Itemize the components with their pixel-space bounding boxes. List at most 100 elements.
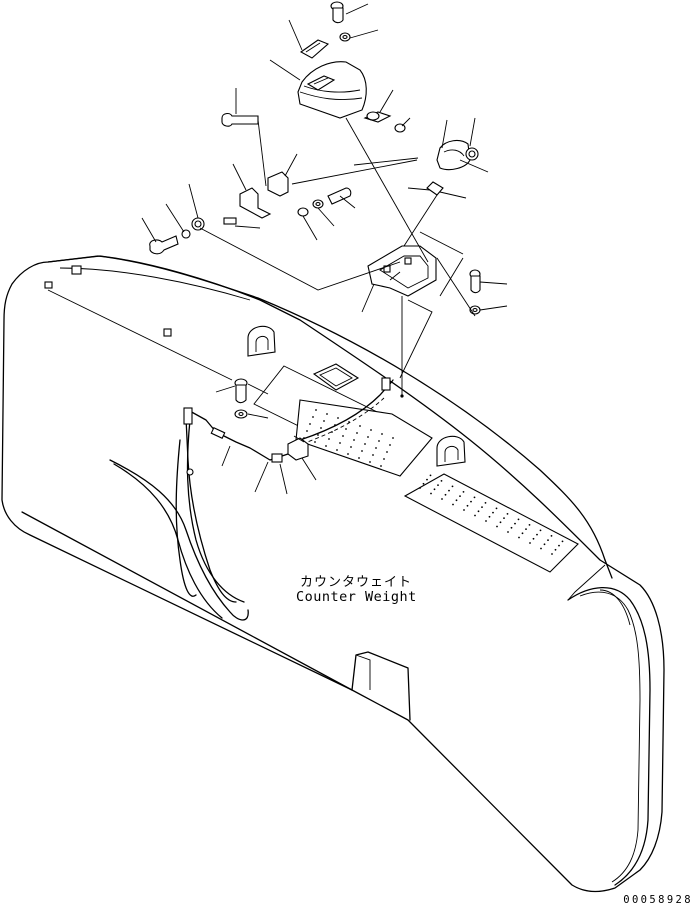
top-features — [44, 265, 466, 477]
plate-dot — [554, 548, 557, 551]
plate-dot — [510, 526, 513, 529]
plate-dot — [326, 413, 328, 415]
work-lamp-cover — [297, 61, 367, 119]
plate-dot — [430, 492, 432, 495]
plate-dot — [359, 425, 361, 427]
plate-dot — [459, 495, 461, 497]
plate-dot — [372, 454, 374, 456]
plate-dot — [518, 536, 520, 539]
plate-dot — [462, 491, 465, 493]
plate-dot — [444, 493, 447, 496]
plate-dot — [361, 450, 363, 452]
plate-dot — [353, 439, 355, 441]
harness-clamp — [287, 437, 309, 461]
plate-dot — [369, 461, 371, 463]
plate-dot — [309, 423, 311, 425]
plate-dot — [315, 409, 317, 411]
plate-dot — [440, 480, 443, 482]
plate-dot — [539, 529, 542, 532]
plate-dot — [495, 507, 498, 510]
cover-bolt — [330, 1, 344, 24]
plate-dot — [529, 542, 531, 544]
plate-dot — [496, 525, 498, 528]
plate-dot — [477, 510, 480, 513]
plate-dot — [323, 420, 325, 422]
plate-dot — [437, 484, 439, 486]
plate-dot — [325, 445, 327, 447]
plate-dot — [441, 498, 443, 500]
cover-plate — [312, 363, 360, 391]
plate-dot — [367, 436, 369, 438]
plate-dot — [558, 544, 560, 547]
non-slip-plate-front — [403, 473, 579, 573]
harness-connector — [183, 407, 193, 425]
wiring-harness — [109, 377, 394, 621]
plate-dot — [473, 496, 476, 499]
plate-dot — [532, 537, 535, 540]
harness-clamp — [271, 453, 283, 463]
cover-washer — [339, 32, 351, 42]
lamp-bracket-assembly — [363, 111, 481, 315]
stud-block — [163, 328, 172, 337]
plate-dot — [514, 522, 516, 525]
plate-dot — [328, 438, 330, 440]
plate-dot — [317, 434, 319, 436]
plate-dot — [364, 443, 366, 445]
plate-dot — [380, 465, 382, 467]
plate-dot — [452, 503, 454, 506]
plate-dot — [561, 540, 564, 543]
plate-dot — [507, 531, 509, 533]
plate-dot — [499, 521, 502, 524]
plate-dot — [306, 430, 308, 432]
plate-dot — [433, 488, 436, 491]
leader-lines — [47, 3, 508, 495]
plate-dot — [381, 433, 383, 435]
plate-dot — [451, 485, 454, 488]
plate-dot — [347, 453, 349, 455]
harness-connector — [381, 377, 391, 391]
plate-dot — [370, 429, 372, 431]
plate-dot — [536, 533, 538, 536]
plate-dot — [485, 520, 487, 522]
plate-dot — [356, 432, 358, 434]
drawing-number: 00058928 — [623, 894, 693, 906]
stud-block — [71, 265, 82, 275]
plate-dot — [426, 478, 428, 481]
plate-dot — [492, 511, 494, 514]
stud-block — [44, 281, 53, 289]
plate-dot — [466, 504, 469, 507]
plate-dot — [392, 437, 394, 439]
plate-dot — [386, 451, 388, 453]
plate-dot — [337, 417, 339, 419]
plate-dot — [358, 457, 360, 459]
plate-dot — [419, 487, 421, 489]
plate-dot — [375, 447, 377, 449]
plate-dot — [378, 440, 380, 442]
plate-dot — [350, 446, 352, 448]
counterweight-label-english: Counter Weight — [296, 589, 417, 605]
plate-dot — [488, 515, 491, 518]
plate-dot — [521, 532, 524, 535]
plate-dot — [517, 518, 520, 521]
counterweight-body — [1, 255, 665, 893]
plate-dot — [383, 458, 385, 460]
plate-dot — [474, 514, 476, 517]
plate-dot — [312, 416, 314, 418]
plate-dot — [422, 482, 425, 485]
plate-dot — [342, 435, 344, 437]
plate-dot — [550, 535, 553, 537]
plate-dot — [481, 506, 483, 508]
plate-dot — [528, 524, 531, 526]
plate-dot — [484, 502, 487, 504]
plate-dot — [320, 427, 322, 429]
plate-dot — [547, 539, 549, 541]
non-slip-plate-rear — [295, 399, 433, 477]
plate-dot — [463, 509, 465, 511]
plate-dot — [543, 543, 546, 546]
plate-dot — [551, 553, 553, 555]
plate-dot — [525, 528, 527, 530]
plate-dot — [503, 517, 505, 519]
plate-dot — [345, 428, 347, 430]
plate-dot — [314, 441, 316, 443]
